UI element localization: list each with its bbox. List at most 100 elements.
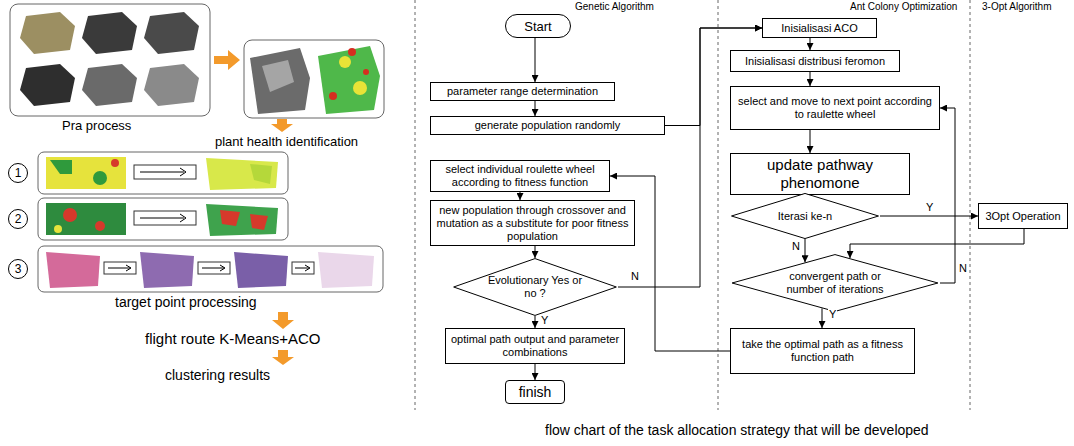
step-label: Pra process xyxy=(62,118,131,134)
node-text: 1 xyxy=(15,166,22,180)
node-text: Iterasi ke-n xyxy=(762,210,849,223)
flow-connector xyxy=(520,192,521,200)
process-box: take the optimal path as a fitness funct… xyxy=(730,328,915,374)
illustration-polygon xyxy=(234,252,288,288)
node-text: Start xyxy=(524,19,551,34)
illustration-polygon xyxy=(250,48,310,114)
illustration-circle xyxy=(353,81,367,95)
edge-label: N xyxy=(630,270,640,283)
illustration-path xyxy=(50,160,72,174)
node-text: 3Opt Operation xyxy=(985,210,1060,223)
illustration-rect xyxy=(104,262,136,274)
decision-diamond: Evolutionary Yes or no ? xyxy=(452,258,618,316)
illustration-rect xyxy=(292,262,314,274)
flow-connector xyxy=(805,239,806,262)
node-text: convergent path or number of iterations xyxy=(774,270,896,296)
figure-caption: flow chart of the task allocation strate… xyxy=(545,422,929,439)
illustration-rect xyxy=(46,203,126,235)
illustration-rect xyxy=(244,40,384,118)
node-text: select individual roulette wheel accordi… xyxy=(435,163,605,189)
edge-label: N xyxy=(958,262,968,275)
illustration-path xyxy=(295,265,310,271)
flow-connector xyxy=(535,101,536,116)
node-text: parameter range determination xyxy=(447,85,598,98)
illustration-polygon xyxy=(20,12,75,54)
illustration-polygon xyxy=(144,12,199,54)
illustration-circle xyxy=(93,171,107,185)
illustration-polygon xyxy=(82,64,137,106)
diamond-shape xyxy=(732,193,879,238)
illustration-circle xyxy=(329,92,337,100)
illustration-rect xyxy=(38,246,383,292)
process-box: Inisialisasi distribusi feromon xyxy=(730,50,900,72)
illustration-rect xyxy=(198,262,230,274)
flow-connector xyxy=(880,216,978,217)
callout-number: 3 xyxy=(8,259,28,279)
process-box: optimal path output and parameter combin… xyxy=(445,328,625,364)
step-label: clustering results xyxy=(165,367,270,384)
callout-number: 1 xyxy=(8,163,28,183)
node-text: optimal path output and parameter combin… xyxy=(450,333,620,359)
panel-3 xyxy=(38,246,383,292)
node-text: finish xyxy=(519,384,552,401)
section-header: Ant Colony Optimization xyxy=(850,1,957,13)
node-text: new population through crossover and mut… xyxy=(435,204,630,243)
illustration-rect xyxy=(134,211,196,225)
decision-diamond: convergent path or number of iterations xyxy=(730,254,940,312)
flow-connector xyxy=(940,108,955,283)
illustration-circle xyxy=(54,225,62,233)
node-text: update pathway phenomone xyxy=(735,156,905,192)
panel-2 xyxy=(38,198,288,240)
illustration-polygon xyxy=(140,252,194,288)
start-terminal: Start xyxy=(505,14,571,38)
node-text: 3 xyxy=(15,262,22,276)
section-header: 3-Opt Algorithm xyxy=(982,1,1051,13)
step-label: target point processing xyxy=(115,294,257,311)
illustration-line xyxy=(970,0,971,410)
process-box: Inisialisasi ACO xyxy=(762,18,877,38)
illustration-polygon xyxy=(206,204,278,236)
edge-label: Y xyxy=(925,201,934,214)
node-text: take the optimal path as a fitness funct… xyxy=(735,338,910,364)
illustration-circle xyxy=(363,69,369,75)
step-label: plant health identification xyxy=(215,134,358,150)
illustration-polygon xyxy=(144,64,199,106)
source-images-frame xyxy=(10,4,210,116)
illustration-rect xyxy=(46,157,126,189)
process-box: select and move to next point according … xyxy=(730,86,940,130)
illustration-polygon xyxy=(318,46,380,114)
illustration-circle xyxy=(95,221,105,231)
flow-connector xyxy=(535,246,536,258)
edge-label: N xyxy=(791,240,801,253)
node-text: Inisialisasi ACO xyxy=(781,22,857,35)
illustration-path xyxy=(108,265,131,271)
node-text: generate population randomly xyxy=(475,119,621,132)
illustration-rect xyxy=(10,4,210,116)
illustration-circle xyxy=(111,159,119,167)
illustration-rect xyxy=(38,152,288,194)
end-terminal: finish xyxy=(505,380,565,404)
illustration-polygon xyxy=(206,158,278,190)
illustration-circle xyxy=(63,208,77,222)
flow-connector xyxy=(850,229,1024,258)
node-text: Inisialisasi distribusi feromon xyxy=(745,55,885,68)
illustration-circle xyxy=(348,48,356,56)
flow-connector xyxy=(535,316,536,328)
illustration-rect xyxy=(38,198,288,240)
flow-connector xyxy=(810,38,811,50)
flow-arrow xyxy=(214,50,240,70)
flow-connector xyxy=(810,130,811,153)
step-label: flight route K-Means+ACO xyxy=(145,330,321,348)
edge-label: Y xyxy=(828,308,837,321)
process-box: parameter range determination xyxy=(430,82,615,101)
illustration-line xyxy=(718,0,719,410)
flow-connector xyxy=(535,38,536,82)
process-box: update pathway phenomone xyxy=(730,153,910,195)
decision-diamond: Iterasi ke-n xyxy=(730,193,880,239)
illustration-polygon xyxy=(262,60,294,92)
flow-arrow xyxy=(272,312,294,329)
flow-connector xyxy=(535,364,536,380)
process-box: 3Opt Operation xyxy=(978,203,1068,229)
illustration-polygon xyxy=(46,252,100,288)
